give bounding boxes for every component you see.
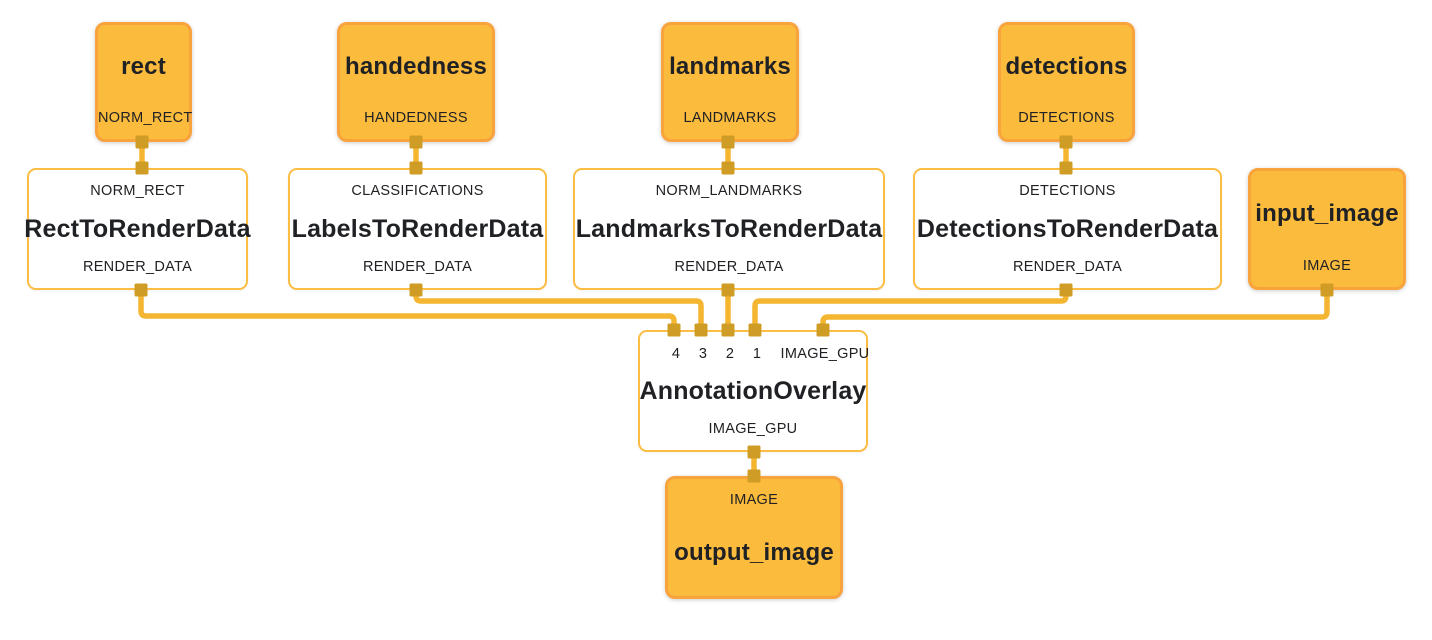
node-landmarks-to-render-data-input-port: NORM_LANDMARKS (655, 183, 803, 199)
node-handedness-output-port: HANDEDNESS (364, 110, 468, 126)
node-handedness-title: handedness (344, 52, 488, 80)
node-annotation-overlay-input-port-2: 2 (725, 346, 735, 362)
node-input-image-output-port: IMAGE (1302, 258, 1352, 274)
node-annotation-overlay-input-port-image-gpu: IMAGE_GPU (780, 346, 870, 362)
node-landmarks[interactable]: landmarks LANDMARKS (661, 22, 799, 142)
node-rect-title: rect (121, 52, 166, 80)
node-labels-to-render-data-input-port: CLASSIFICATIONS (351, 183, 484, 199)
node-detections-to-render-data-input-port: DETECTIONS (1019, 183, 1116, 199)
edge-renderdata-to-port3 (413, 290, 704, 330)
node-handedness[interactable]: handedness HANDEDNESS (337, 22, 495, 142)
node-annotation-overlay-input-ports: 4 3 2 1 IMAGE_GPU (640, 344, 869, 364)
node-annotation-overlay-title: AnnotationOverlay (639, 377, 867, 405)
node-landmarks-output-port: LANDMARKS (683, 110, 777, 126)
node-labels-to-render-data[interactable]: CLASSIFICATIONS LabelsToRenderData RENDE… (288, 168, 547, 290)
edge-renderdata-to-port4 (138, 290, 677, 330)
edge-renderdata-to-port1 (752, 290, 1069, 330)
node-output-image-title: output_image (674, 539, 834, 566)
node-detections-title: detections (1005, 52, 1128, 80)
node-rect-to-render-data-input-port: NORM_RECT (90, 183, 185, 199)
node-landmarks-to-render-data[interactable]: NORM_LANDMARKS LandmarksToRenderData REN… (573, 168, 885, 290)
node-rect-to-render-data-output-port: RENDER_DATA (82, 259, 193, 275)
node-output-image-input-port: IMAGE (729, 492, 779, 508)
node-rect-output-port: NORM_RECT (98, 110, 193, 126)
node-detections-to-render-data[interactable]: DETECTIONS DetectionsToRenderData RENDER… (913, 168, 1222, 290)
node-labels-to-render-data-title: LabelsToRenderData (291, 214, 544, 243)
edge-inputimage-to-imagegpu (820, 290, 1330, 330)
node-detections[interactable]: detections DETECTIONS (998, 22, 1135, 142)
node-detections-to-render-data-output-port: RENDER_DATA (1012, 259, 1123, 275)
node-detections-to-render-data-title: DetectionsToRenderData (916, 214, 1219, 243)
node-annotation-overlay-input-port-1: 1 (752, 346, 762, 362)
node-output-image[interactable]: IMAGE output_image (665, 476, 843, 599)
node-input-image[interactable]: input_image IMAGE (1248, 168, 1406, 290)
node-detections-output-port: DETECTIONS (1018, 110, 1115, 126)
node-labels-to-render-data-output-port: RENDER_DATA (362, 259, 473, 275)
node-annotation-overlay-input-port-3: 3 (698, 346, 708, 362)
node-rect-to-render-data-title: RectToRenderData (24, 214, 251, 243)
node-input-image-title: input_image (1255, 199, 1399, 227)
node-rect-to-render-data[interactable]: NORM_RECT RectToRenderData RENDER_DATA (24, 168, 251, 290)
node-annotation-overlay[interactable]: 4 3 2 1 IMAGE_GPU AnnotationOverlay IMAG… (638, 330, 869, 452)
node-annotation-overlay-input-port-4: 4 (671, 346, 681, 362)
node-landmarks-to-render-data-output-port: RENDER_DATA (674, 259, 784, 275)
node-annotation-overlay-output-port: IMAGE_GPU (708, 421, 798, 437)
node-landmarks-to-render-data-title: LandmarksToRenderData (575, 214, 883, 243)
node-landmarks-title: landmarks (669, 52, 791, 80)
node-rect[interactable]: rect NORM_RECT (95, 22, 192, 142)
